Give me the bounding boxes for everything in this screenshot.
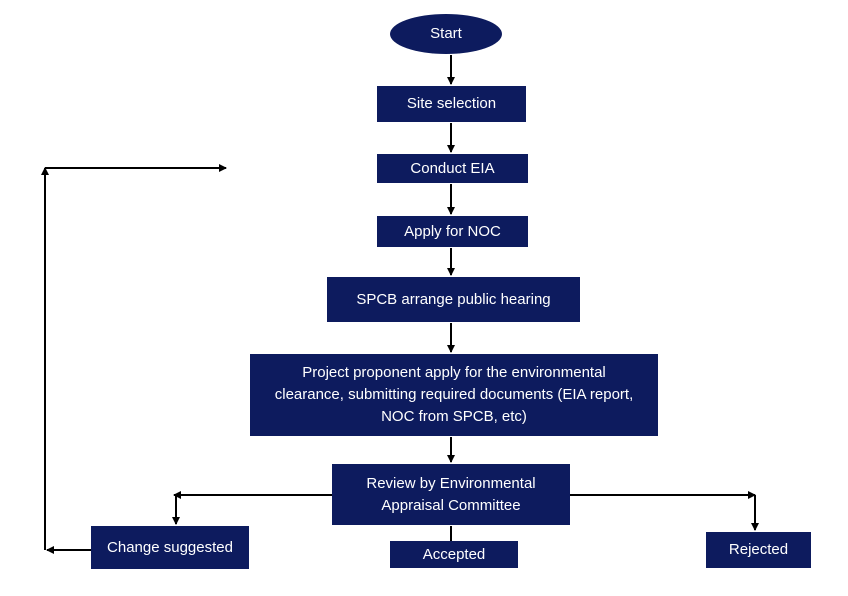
review-node: Review by Environmental Appraisal Commit…	[332, 464, 570, 525]
conduct-eia-label: Conduct EIA	[410, 159, 495, 177]
accepted-node: Accepted	[390, 541, 518, 568]
site-selection-node: Site selection	[377, 86, 526, 122]
conduct-eia-node: Conduct EIA	[377, 154, 528, 183]
spcb-hearing-label: SPCB arrange public hearing	[356, 290, 551, 308]
rejected-node: Rejected	[706, 532, 811, 568]
apply-noc-node: Apply for NOC	[377, 216, 528, 247]
spcb-hearing-node: SPCB arrange public hearing	[327, 277, 580, 322]
start-node: Start	[390, 14, 502, 54]
apply-clearance-label: Project proponent apply for the environm…	[274, 364, 634, 425]
start-label: Start	[430, 25, 462, 42]
change-suggested-label: Change suggested	[107, 538, 233, 556]
apply-clearance-node: Project proponent apply for the environm…	[250, 354, 658, 436]
site-selection-label: Site selection	[406, 95, 497, 112]
apply-noc-label: Apply for NOC	[404, 222, 501, 240]
accepted-label: Accepted	[422, 545, 486, 563]
change-suggested-node: Change suggested	[91, 526, 249, 569]
review-label: Review by Environmental Appraisal Commit…	[366, 474, 536, 514]
rejected-label: Rejected	[728, 541, 789, 558]
